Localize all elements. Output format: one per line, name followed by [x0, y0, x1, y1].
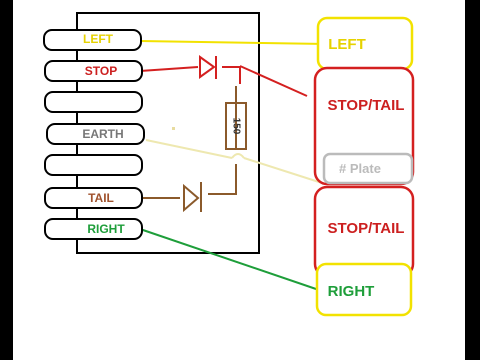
pin-label-right: RIGHT	[87, 222, 125, 236]
stop-diode	[199, 55, 217, 79]
resistor	[225, 102, 247, 150]
pin-label-stop: STOP	[85, 64, 117, 78]
pin-empty-1	[44, 91, 143, 113]
pin-label-left: LEFT	[83, 32, 114, 46]
lamp-label-right: RIGHT	[328, 283, 375, 300]
tail-diode	[183, 182, 202, 213]
lamp-label-left: LEFT	[328, 36, 366, 53]
stray-dot	[172, 127, 175, 130]
lamp-plate: # Plate	[322, 152, 414, 185]
pin-left: LEFT	[43, 29, 142, 51]
pin-label-earth: EARTH	[82, 127, 123, 141]
pin-stop: STOP	[44, 60, 143, 82]
pin-tail: TAIL	[44, 187, 143, 209]
tail-wire	[128, 86, 237, 199]
lamp-label-plate: # Plate	[339, 161, 381, 176]
pin-right: RIGHT	[44, 218, 143, 240]
lamp-stop-tail-bottom: STOP/TAIL	[313, 185, 415, 278]
pin-earth: EARTH	[46, 123, 145, 145]
lamp-label-stop-tail-bottom: STOP/TAIL	[328, 220, 405, 237]
resistor-label: 150	[230, 118, 241, 135]
right-wire	[139, 228, 320, 291]
earth-wire	[145, 139, 323, 184]
left-wire	[139, 40, 328, 45]
lamp-left: LEFT	[316, 16, 414, 71]
pin-empty-2	[44, 154, 143, 176]
lamp-label-stop-tail-top: STOP/TAIL	[328, 97, 405, 114]
lamp-right: RIGHT	[315, 262, 413, 317]
stop-wire	[139, 65, 308, 97]
pin-label-tail: TAIL	[88, 191, 114, 205]
